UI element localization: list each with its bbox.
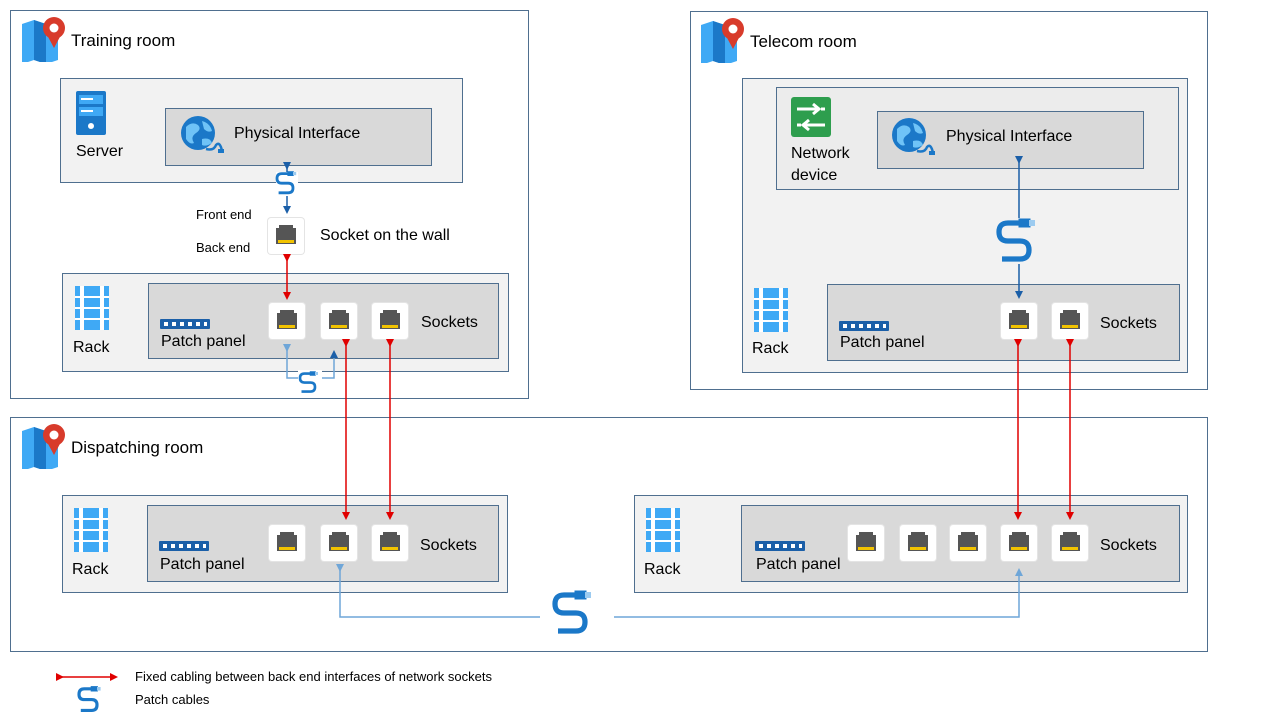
- socket-icon: [1001, 525, 1037, 561]
- socket-icon: [269, 525, 305, 561]
- back-end-label: Back end: [196, 240, 251, 255]
- socket-icon: [848, 525, 884, 561]
- map-pin-icon: [22, 423, 68, 474]
- patch-panel-icon: [159, 538, 209, 556]
- sockets-label: Sockets: [420, 537, 477, 554]
- patch-panel-label: Patch panel: [840, 334, 925, 351]
- rack-label: Rack: [752, 340, 789, 357]
- wall-socket-label: Socket on the wall: [320, 227, 450, 244]
- patch-panel-label: Patch panel: [160, 556, 245, 573]
- socket-icon: [1052, 525, 1088, 561]
- socket-icon: [321, 525, 357, 561]
- legend-fixed-cabling: Fixed cabling between back end interface…: [135, 669, 492, 684]
- rack-label: Rack: [644, 561, 681, 578]
- legend-patch-cables: Patch cables: [135, 692, 210, 707]
- physical-interface-label: Physical Interface: [946, 128, 1073, 145]
- patch-panel-label: Patch panel: [756, 556, 841, 573]
- network-device-icon: [791, 97, 831, 142]
- server-label: Server: [76, 143, 124, 160]
- patch-panel-icon: [160, 316, 210, 334]
- wall-socket-icon: [268, 218, 304, 254]
- rack-label: Rack: [72, 561, 109, 578]
- rack-icon: [73, 508, 109, 557]
- map-pin-icon: [701, 17, 747, 68]
- room-title-dispatching: Dispatching room: [71, 438, 204, 457]
- sockets-label: Sockets: [421, 314, 478, 331]
- rack-label: Rack: [73, 339, 110, 356]
- server-icon: [76, 91, 106, 140]
- socket-icon: [372, 525, 408, 561]
- patch-panel-icon: [755, 538, 805, 556]
- socket-icon: [1001, 303, 1037, 339]
- rack-icon: [74, 286, 110, 335]
- patch-panel-icon: [839, 318, 889, 336]
- patch-panel-label: Patch panel: [161, 333, 246, 350]
- socket-icon: [321, 303, 357, 339]
- room-title-training: Training room: [71, 31, 176, 50]
- sockets-label: Sockets: [1100, 537, 1157, 554]
- rack-icon: [753, 288, 789, 337]
- map-pin-icon: [22, 16, 68, 67]
- legend-patch-cable-icon: [77, 684, 103, 712]
- socket-icon: [950, 525, 986, 561]
- network-device-label-2: device: [791, 167, 838, 184]
- room-title-telecom: Telecom room: [750, 32, 857, 51]
- globe-icon: [180, 115, 228, 168]
- socket-icon: [900, 525, 936, 561]
- socket-icon: [1052, 303, 1088, 339]
- sockets-label: Sockets: [1100, 315, 1157, 332]
- globe-icon: [891, 117, 939, 170]
- socket-icon: [269, 303, 305, 339]
- socket-icon: [372, 303, 408, 339]
- rack-icon: [645, 508, 681, 557]
- front-end-label: Front end: [196, 207, 252, 222]
- physical-interface-label: Physical Interface: [234, 125, 361, 142]
- network-device-label-1: Network: [791, 145, 850, 162]
